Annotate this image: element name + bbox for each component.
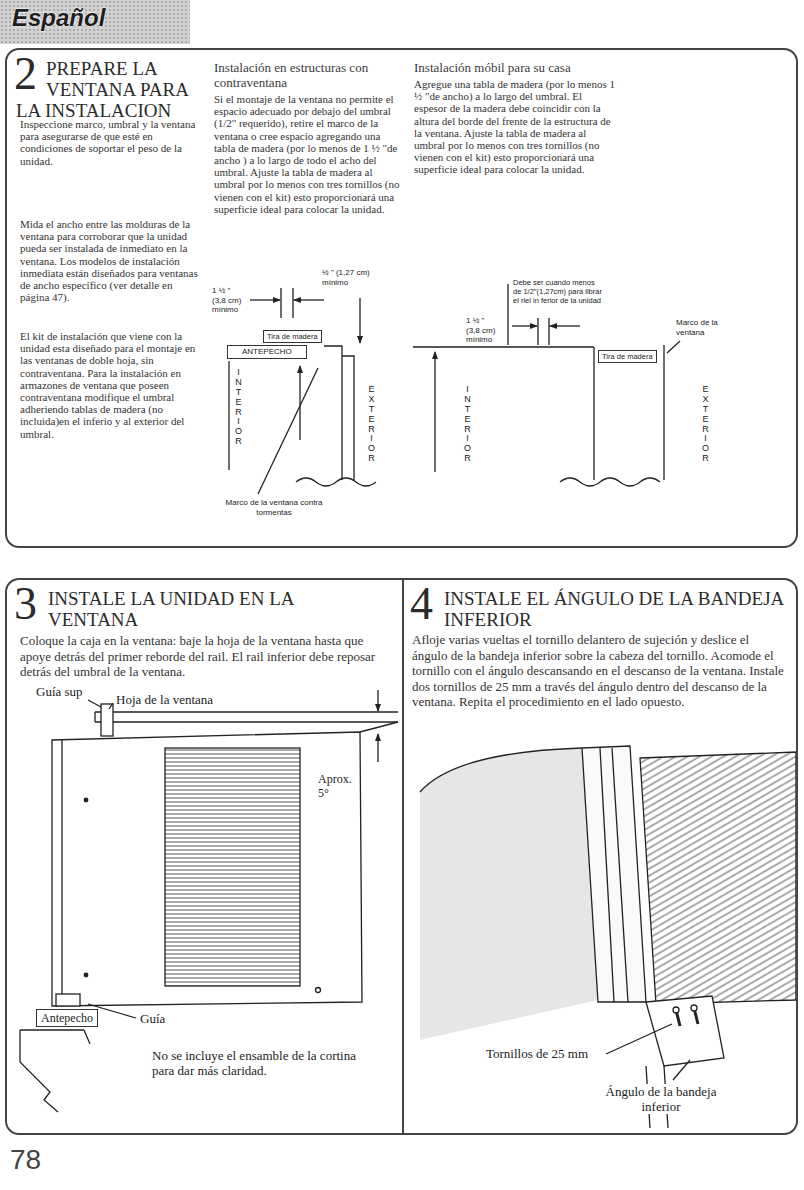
unit-body — [52, 732, 362, 1006]
sub-heading: Instalación móbil para su casa — [414, 60, 616, 75]
window-rail — [582, 746, 646, 1002]
unit-top-curve — [420, 748, 582, 792]
dimension-arrow — [377, 690, 378, 711]
leader-line — [673, 1060, 690, 1080]
heading-indent — [16, 58, 46, 96]
leader-line — [606, 1024, 672, 1054]
dimension-arrow — [359, 298, 360, 343]
mobile-home-diagram — [413, 284, 680, 486]
step-panel: 2PREPARE LA VENTANA PARA LA INSTALACIONI… — [5, 48, 798, 548]
note-label: Debe ser cuando menos de 1/2"(1,27cm) pa… — [513, 278, 605, 305]
screw-dot — [84, 798, 88, 802]
part-label: Ángulo de la bandeja inferior — [600, 1084, 722, 1114]
angle-label: Aprox. 5° — [318, 772, 356, 800]
wood-strip-box: Tira de madera — [598, 350, 657, 363]
side-label: EXTERIOR — [702, 385, 709, 464]
leader-line — [667, 341, 680, 353]
body-text: Mida el ancho entre las molduras de la v… — [20, 218, 202, 303]
heading-indent — [16, 588, 48, 626]
step-heading: PREPARE LA VENTANA PARA LA INSTALACION — [16, 58, 210, 121]
body-text: Afloje varias vueltas el tornillo delant… — [412, 632, 786, 710]
screw-head — [673, 1007, 679, 1013]
part-label: Hoja de la ventana — [116, 692, 213, 707]
interior-wall — [228, 361, 229, 470]
side-label: EXTERIOR — [368, 385, 375, 464]
screw-dot — [316, 988, 321, 993]
step-number: 4 — [410, 583, 433, 625]
sill-line — [413, 347, 594, 480]
body-text: El kit de instalación que viene con la u… — [20, 330, 202, 440]
step-number: 2 — [14, 53, 37, 95]
unit-side — [420, 748, 598, 1040]
note-text: No se incluye el ensamble de la cortina … — [152, 1048, 364, 1078]
direction-arrow — [299, 366, 300, 440]
step-panel: 4INSTALE EL ÁNGULO DE LA BANDEJA INFERIO… — [404, 578, 798, 1135]
step-number: 3 — [14, 583, 37, 625]
dimension-arrow — [294, 299, 324, 300]
unit-front-drawing — [20, 690, 398, 1112]
direction-arrow — [434, 352, 435, 472]
step-heading: INSTALE LA UNIDAD EN LA VENTANA — [16, 588, 388, 630]
body-text: Coloque la caja en la ventana: baje la h… — [20, 633, 388, 680]
sill-box: Antepecho — [36, 1009, 98, 1027]
step-heading: INSTALE EL ÁNGULO DE LA BANDEJA INFERIOR — [412, 588, 788, 630]
break-line — [560, 478, 660, 486]
dimension-label: ½ " (1,27 cm) mínimo — [322, 268, 394, 287]
storm-frame — [324, 346, 354, 480]
part-label: Marco de la ventana — [676, 318, 726, 337]
body-text: Agregue una tabla de madera (por lo meno… — [414, 78, 616, 176]
dimension-arrow — [550, 325, 580, 326]
heading-indent — [412, 588, 444, 626]
screw-head — [691, 1005, 697, 1011]
language-tab-text: Español — [12, 4, 105, 32]
part-tag-text: ANTEPECHO — [242, 347, 292, 357]
page-number: 78 — [10, 1144, 41, 1176]
dimension-label: 1 ½ " (3,8 cm) mínimo — [212, 286, 244, 315]
sill-box: ANTEPECHO — [227, 345, 307, 359]
part-tag-text: Antepecho — [41, 1011, 93, 1025]
rail-line — [600, 748, 628, 1002]
storm-window-diagram — [229, 288, 376, 494]
body-text: Si el montaje de la ventana no permite e… — [214, 93, 402, 215]
dimension-tick — [281, 288, 293, 318]
screw-dot — [84, 973, 88, 977]
sill-profile — [20, 1030, 90, 1112]
language-tab: Español — [0, 0, 190, 44]
top-guide — [101, 704, 113, 736]
part-label: Guía — [140, 1011, 165, 1026]
dimension-arrow — [512, 325, 537, 326]
side-label: INTERIOR — [464, 385, 471, 464]
body-text: Inspeccione marco, umbral y la ventana p… — [20, 118, 202, 167]
bottom-guide — [56, 994, 80, 1006]
window-frame — [663, 345, 664, 480]
side-label: INTERIOR — [235, 368, 242, 447]
part-tag-text: Tira de madera — [602, 352, 653, 361]
louvers — [640, 752, 796, 1004]
dimension-tick — [538, 318, 549, 345]
dimension-arrow — [377, 734, 378, 762]
part-label: Marco de la ventana contra tormentas — [222, 498, 326, 517]
break-line — [296, 478, 376, 486]
leader-line — [507, 284, 508, 345]
front-grill — [165, 748, 300, 986]
bracket-drawing — [420, 746, 796, 1128]
leader-line — [88, 700, 113, 709]
window-sash — [95, 712, 398, 722]
part-label: Tornillos de 25 mm — [486, 1046, 588, 1061]
dimension-label: 1 ½ " (3,8 cm) mínimo — [466, 316, 498, 345]
unit-edge — [61, 740, 62, 1005]
leader-line — [258, 368, 318, 494]
wood-strip-box: Tira de madera — [263, 330, 322, 343]
dimension-arrow — [250, 299, 280, 300]
part-tag-text: Tira de madera — [267, 332, 318, 341]
unit-top-edge — [360, 722, 398, 732]
part-label: Guía sup — [36, 684, 83, 699]
sub-heading: Instalación en estructuras con contraven… — [214, 60, 402, 90]
